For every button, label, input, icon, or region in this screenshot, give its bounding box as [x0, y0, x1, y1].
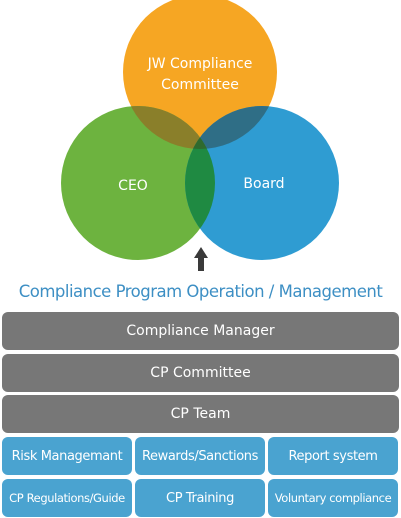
ceo-label: CEO [118, 178, 148, 194]
cp-training-cell: CP Training [135, 479, 265, 517]
cp-regulations-cell: CP Regulations/Guide [2, 479, 132, 517]
voluntary-compliance-cell: Voluntary compliance [268, 479, 398, 517]
rewards-sanctions-cell: Rewards/Sanctions [135, 437, 265, 475]
overlap-top-right [185, 106, 277, 149]
venn-diagram: JW Compliance Committee CEO Board [61, 0, 339, 271]
cp-committee-bar: CP Committee [2, 354, 399, 392]
report-system-cell: Report system [268, 437, 398, 475]
risk-management-cell: Risk Managemant [2, 437, 132, 475]
board-label: Board [243, 176, 284, 192]
committee-label-line2: Committee [161, 77, 239, 93]
cp-team-bar: CP Team [2, 395, 399, 433]
compliance-manager-bar: Compliance Manager [2, 312, 399, 350]
arrow-up-icon [194, 247, 208, 271]
section-title: Compliance Program Operation / Managemen… [18, 282, 383, 301]
overlap-top-left [123, 106, 215, 149]
committee-label-line1: JW Compliance [147, 56, 253, 72]
